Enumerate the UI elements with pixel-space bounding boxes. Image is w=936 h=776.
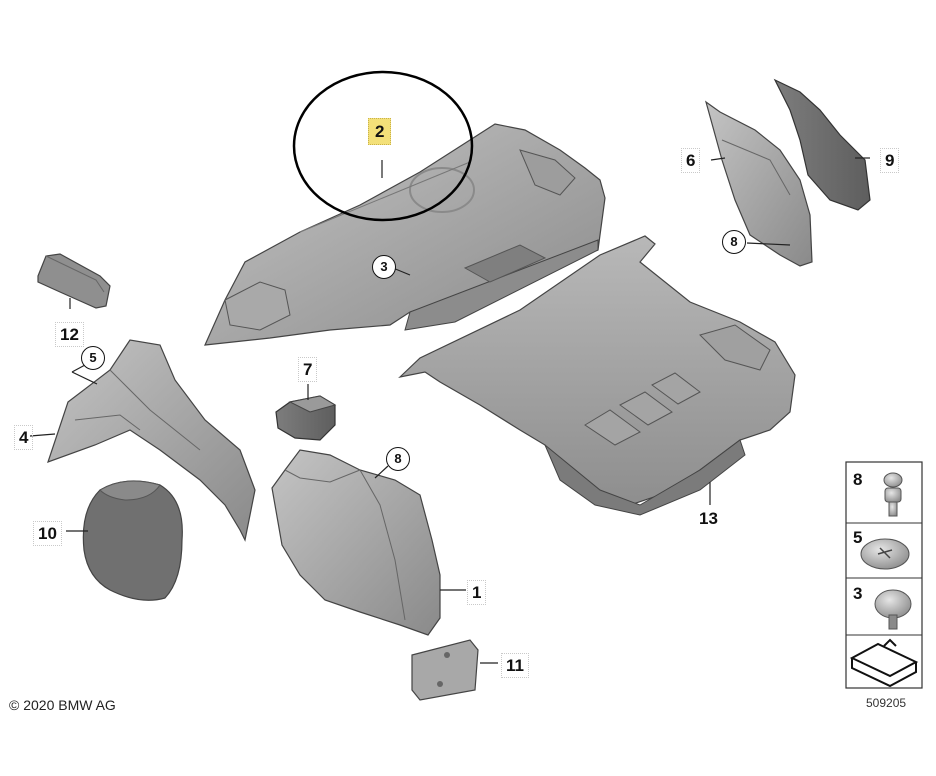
fastener-legend	[845, 461, 923, 689]
callout-1[interactable]: 1	[467, 580, 487, 605]
part-1-side-box	[271, 449, 441, 636]
part-7-lid	[275, 395, 337, 441]
legend-label-5: 5	[853, 528, 863, 547]
part-9-insulation	[773, 78, 871, 211]
part-6-panel	[704, 100, 813, 267]
callout-7[interactable]: 7	[298, 357, 318, 382]
callout-13[interactable]: 13	[699, 509, 718, 528]
copyright-notice: © 2020 BMW AG	[9, 697, 116, 713]
category-symbol-icon	[849, 638, 919, 688]
callout-4[interactable]: 4	[14, 425, 34, 450]
callout-8-upper[interactable]: 8	[722, 230, 746, 254]
leader-lines	[29, 157, 870, 664]
expansion-rivet-icon	[883, 472, 903, 517]
christmas-tree-clip-icon	[874, 589, 912, 630]
callout-10[interactable]: 10	[33, 521, 62, 546]
part-2-rear-panel	[204, 123, 606, 346]
part-12-bracket	[37, 253, 111, 309]
legend-label-8: 8	[853, 470, 863, 489]
callout-9[interactable]: 9	[880, 148, 900, 173]
annotation-ellipse	[292, 70, 474, 222]
part-4-side-trim	[47, 339, 256, 542]
callout-3[interactable]: 3	[372, 255, 396, 279]
part-13-floor-trim	[398, 235, 796, 516]
part-11-plate	[411, 639, 479, 701]
callout-8-lower[interactable]: 8	[386, 447, 410, 471]
callout-5[interactable]: 5	[81, 346, 105, 370]
legend-label-3: 3	[853, 584, 863, 603]
callout-12[interactable]: 12	[55, 322, 84, 347]
diagram-reference-number: 509205	[866, 696, 907, 710]
callout-11[interactable]: 11	[501, 653, 529, 678]
part-10-foam-insert	[82, 480, 183, 601]
callout-2[interactable]: 2	[368, 118, 392, 145]
callout-6[interactable]: 6	[681, 148, 701, 173]
pushpin-clip-icon	[860, 538, 910, 570]
